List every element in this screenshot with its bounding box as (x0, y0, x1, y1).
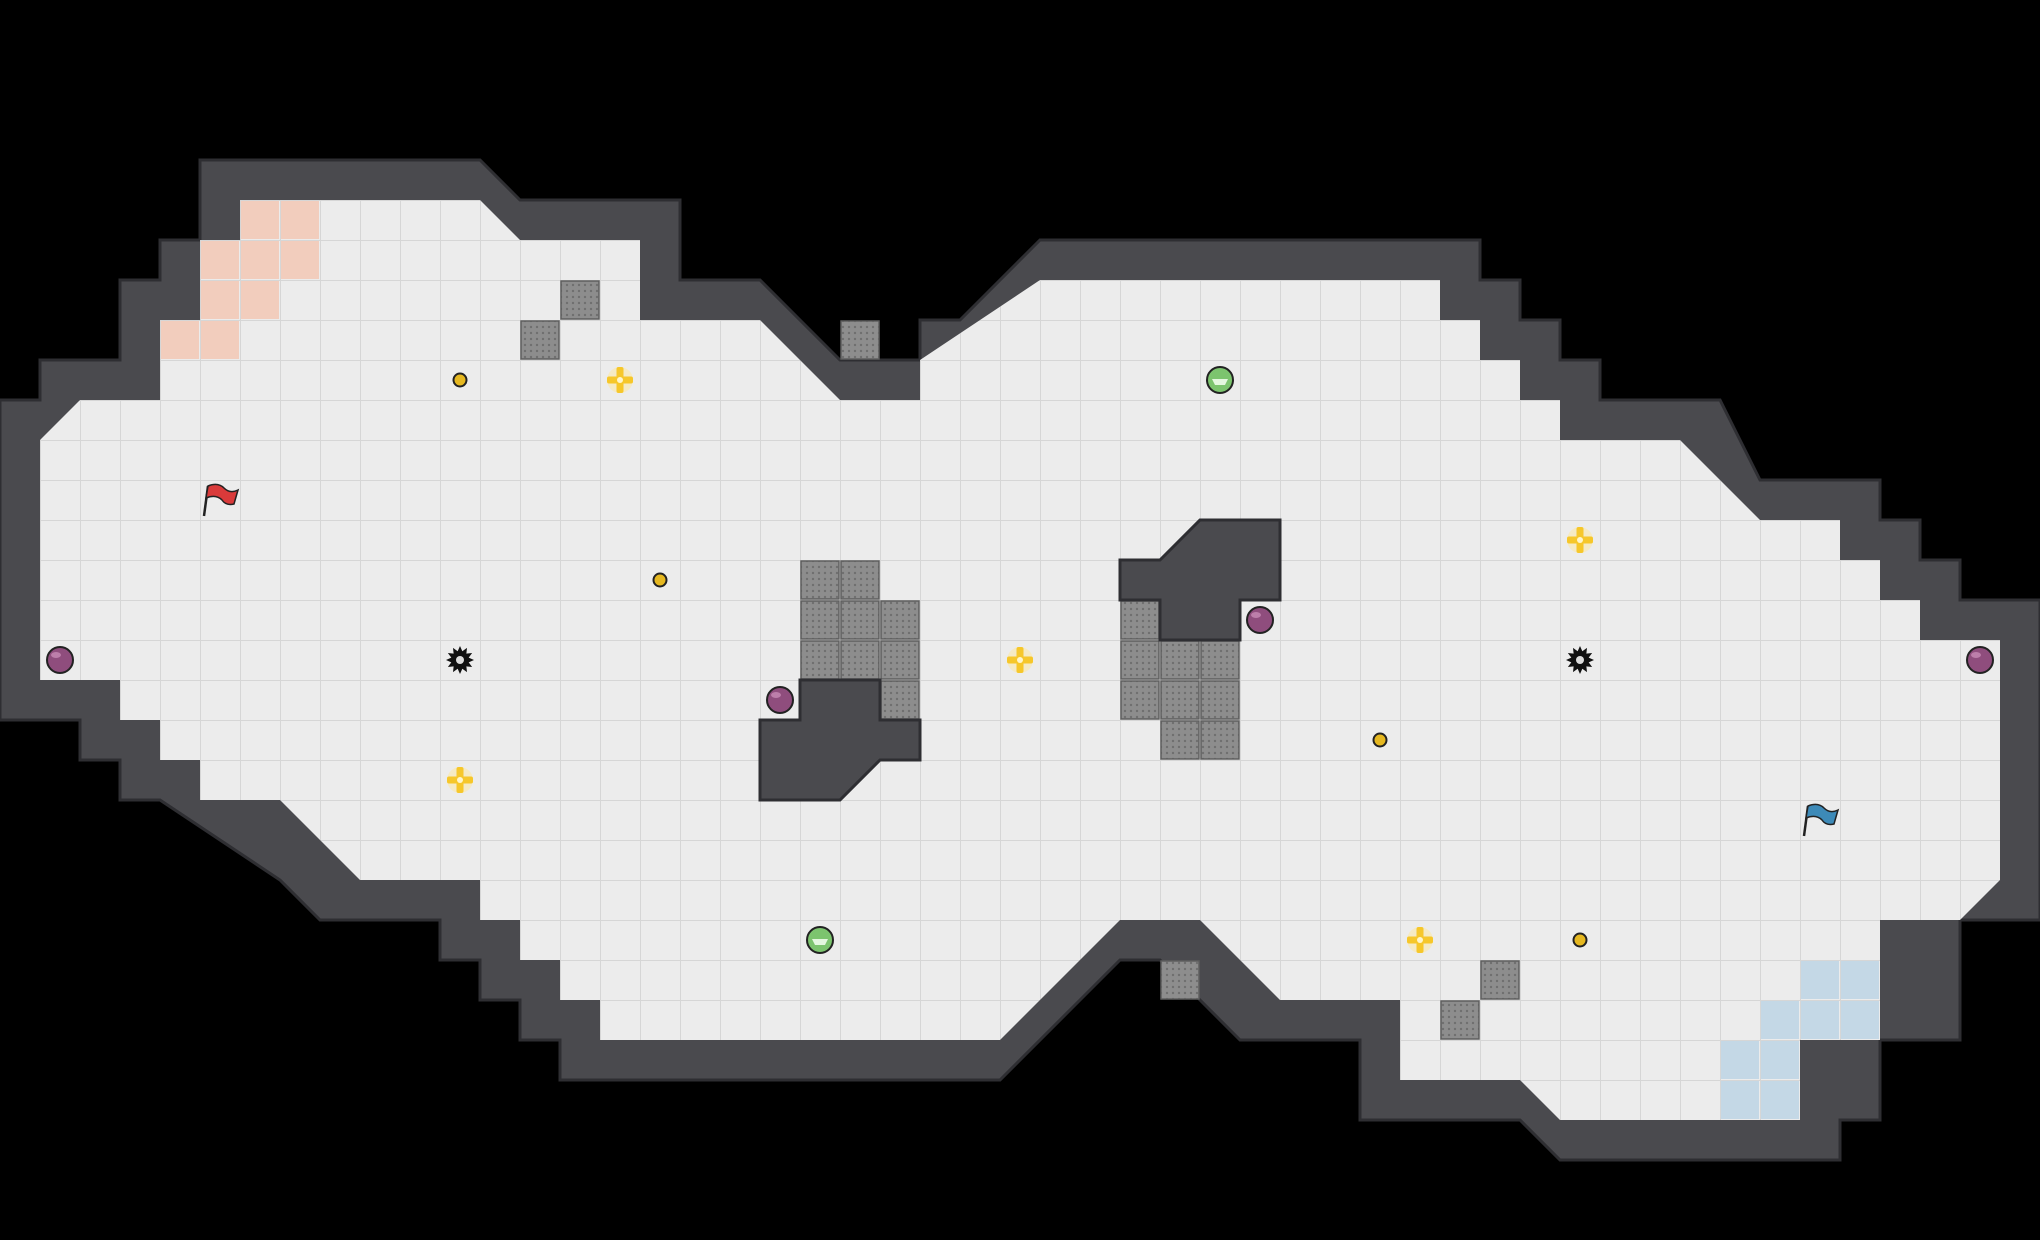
red-endzone-tile (201, 241, 239, 279)
wall-block (1160, 960, 1200, 1000)
wall-block (1160, 640, 1200, 680)
blue-flag-icon (1802, 803, 1840, 837)
boost-icon (1007, 647, 1033, 673)
wall-block (880, 600, 920, 640)
blue-endzone-tile (1841, 1001, 1879, 1039)
wall-block (1440, 1000, 1480, 1040)
powerup-icon (1206, 366, 1234, 394)
portal-dot-icon (1572, 932, 1588, 948)
blue-endzone-tile (1761, 1001, 1799, 1039)
red-endzone-tile (281, 241, 319, 279)
wall-block (1480, 960, 1520, 1000)
spike-icon (1566, 646, 1594, 674)
portal-dot-icon (452, 372, 468, 388)
inner-wall-shape (1118, 518, 1282, 642)
boost-icon (447, 767, 473, 793)
inner-wall-shape (758, 678, 922, 802)
portal-dot-icon (652, 572, 668, 588)
wall-block (840, 640, 880, 680)
boost-icon (607, 367, 633, 393)
blue-endzone-tile (1801, 1001, 1839, 1039)
wall-block (880, 680, 920, 720)
wall-blocks (520, 280, 1520, 1040)
wall-block (1200, 640, 1240, 680)
red-endzone-tile (201, 321, 239, 359)
wall-block (1200, 720, 1240, 760)
player-ball-icon (766, 686, 794, 714)
wall-block (1120, 600, 1160, 640)
red-endzone-tile (281, 201, 319, 239)
wall-block (800, 560, 840, 600)
powerup-icon (806, 926, 834, 954)
player-ball-icon (1246, 606, 1274, 634)
red-endzone-tile (241, 281, 279, 319)
spike-icon (446, 646, 474, 674)
blue-endzone-tile (1721, 1041, 1759, 1079)
boost-icon (1407, 927, 1433, 953)
blue-endzone-tile (1761, 1041, 1799, 1079)
red-endzone-tile (201, 281, 239, 319)
inner-walls (758, 518, 1282, 802)
wall-block (1160, 720, 1200, 760)
portal-dot-icon (1372, 732, 1388, 748)
wall-block (1200, 680, 1240, 720)
wall-block (1120, 640, 1160, 680)
red-flag-icon (202, 483, 240, 517)
end-zones (161, 201, 1879, 1119)
red-endzone-tile (161, 321, 199, 359)
wall-block (520, 320, 560, 360)
wall-block (840, 600, 880, 640)
blue-endzone-tile (1801, 961, 1839, 999)
boost-icon (1567, 527, 1593, 553)
wall-block (840, 320, 880, 360)
wall-block (840, 560, 880, 600)
wall-block (560, 280, 600, 320)
wall-block (880, 640, 920, 680)
red-endzone-tile (241, 201, 279, 239)
wall-block (800, 640, 840, 680)
red-endzone-tile (241, 241, 279, 279)
wall-block (1160, 680, 1200, 720)
player-ball-icon (1966, 646, 1994, 674)
blue-endzone-tile (1761, 1081, 1799, 1119)
wall-block (1120, 680, 1160, 720)
wall-block (800, 600, 840, 640)
map-entities (46, 366, 1994, 954)
blue-endzone-tile (1841, 961, 1879, 999)
blue-endzone-tile (1721, 1081, 1759, 1119)
player-ball-icon (46, 646, 74, 674)
